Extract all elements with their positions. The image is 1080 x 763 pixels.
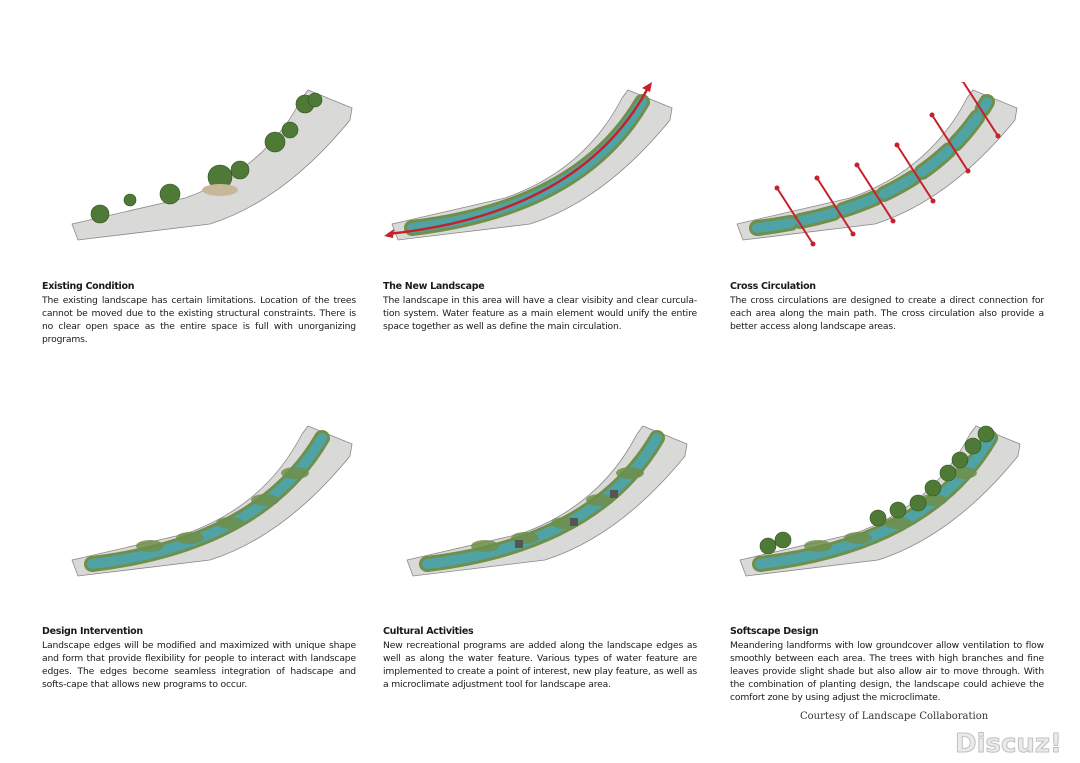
diagram-new-landscape — [380, 82, 680, 262]
tree-icon — [759, 537, 777, 555]
arrowhead-icon — [850, 231, 856, 237]
caption-title: The New Landscape — [383, 281, 485, 292]
arrowhead-icon — [854, 162, 860, 168]
caption-body: The cross circulations are designed to c… — [730, 295, 1044, 332]
caption-title: Softscape Design — [730, 626, 819, 637]
landform — [949, 467, 977, 479]
landform — [216, 517, 244, 529]
arrowhead-icon — [810, 241, 816, 247]
tree-icon — [909, 494, 927, 512]
play-feature — [515, 540, 523, 548]
tree-icon — [90, 204, 110, 224]
caption-title: Design Intervention — [42, 626, 143, 637]
cross-circulation-arrow — [856, 164, 894, 222]
tree-icon — [774, 531, 792, 549]
caption-existing-condition: Existing Condition The existing landscap… — [42, 281, 356, 346]
landform — [251, 494, 279, 506]
landform — [844, 532, 872, 544]
arrowhead-icon — [929, 112, 935, 118]
caption-new-landscape: The New Landscape The landscape in this … — [383, 281, 697, 333]
diagram-cultural-activities — [395, 418, 695, 598]
caption-softscape-design: Softscape Design Meandering landforms wi… — [730, 626, 1044, 704]
caption-body: Meandering landforms with low groundcove… — [730, 640, 1044, 703]
landform — [136, 540, 164, 552]
cross-circulation-arrow — [931, 114, 969, 172]
caption-body: The landscape in this area will have a c… — [383, 295, 697, 332]
landform — [616, 467, 644, 479]
arrowhead-icon — [965, 168, 971, 174]
landform — [586, 494, 614, 506]
cross-circulation-arrow — [776, 187, 814, 245]
tree-icon — [889, 501, 907, 519]
cross-circulation-arrow — [816, 177, 854, 235]
tree-icon — [123, 193, 137, 207]
tree-icon — [307, 92, 323, 108]
diagram-existing-condition — [60, 82, 360, 262]
site-slab — [71, 89, 353, 241]
diagram-design-intervention — [60, 418, 360, 598]
caption-title: Existing Condition — [42, 281, 135, 292]
cross-circulation-arrow — [896, 144, 934, 202]
cross-circulation-arrow — [961, 79, 999, 137]
caption-body: The existing landscape has certain limit… — [42, 295, 356, 345]
watermark: Discuz! — [955, 729, 1063, 760]
play-feature — [570, 518, 578, 526]
caption-design-intervention: Design Intervention Landscape edges will… — [42, 626, 356, 691]
arrowhead-icon — [995, 133, 1001, 139]
caption-title: Cross Circulation — [730, 281, 816, 292]
landform — [281, 467, 309, 479]
diagram-softscape-design — [728, 418, 1028, 598]
tree-icon — [924, 479, 942, 497]
arrowhead-icon — [894, 142, 900, 148]
caption-cultural-activities: Cultural Activities New recreational pro… — [383, 626, 697, 691]
arrowhead-icon — [930, 198, 936, 204]
caption-body: New recreational programs are added alon… — [383, 640, 697, 690]
arrowhead-icon — [642, 82, 652, 92]
tree-icon — [951, 451, 969, 469]
arrowhead-icon — [890, 218, 896, 224]
tree-icon — [869, 509, 887, 527]
tree-icon — [964, 437, 982, 455]
tree-icon — [159, 183, 181, 205]
caption-body: Landscape edges will be modified and max… — [42, 640, 356, 690]
arrowhead-icon — [384, 229, 394, 238]
caption-title: Cultural Activities — [383, 626, 474, 637]
arrowhead-icon — [774, 185, 780, 191]
tree-icon — [230, 160, 250, 180]
planter — [202, 184, 238, 196]
caption-cross-circulation: Cross Circulation The cross circulations… — [730, 281, 1044, 333]
landform — [471, 540, 499, 552]
image-credit: Courtesy of Landscape Collaboration — [800, 711, 989, 722]
play-feature — [610, 490, 618, 498]
tree-icon — [977, 425, 995, 443]
tree-icon — [939, 464, 957, 482]
main-circulation-arrow — [387, 87, 650, 236]
landform — [884, 517, 912, 529]
landform — [804, 540, 832, 552]
diagram-cross-circulation — [725, 77, 1025, 262]
tree-icon — [264, 131, 286, 153]
landform — [176, 532, 204, 544]
tree-icon — [281, 121, 299, 139]
arrowhead-icon — [814, 175, 820, 181]
